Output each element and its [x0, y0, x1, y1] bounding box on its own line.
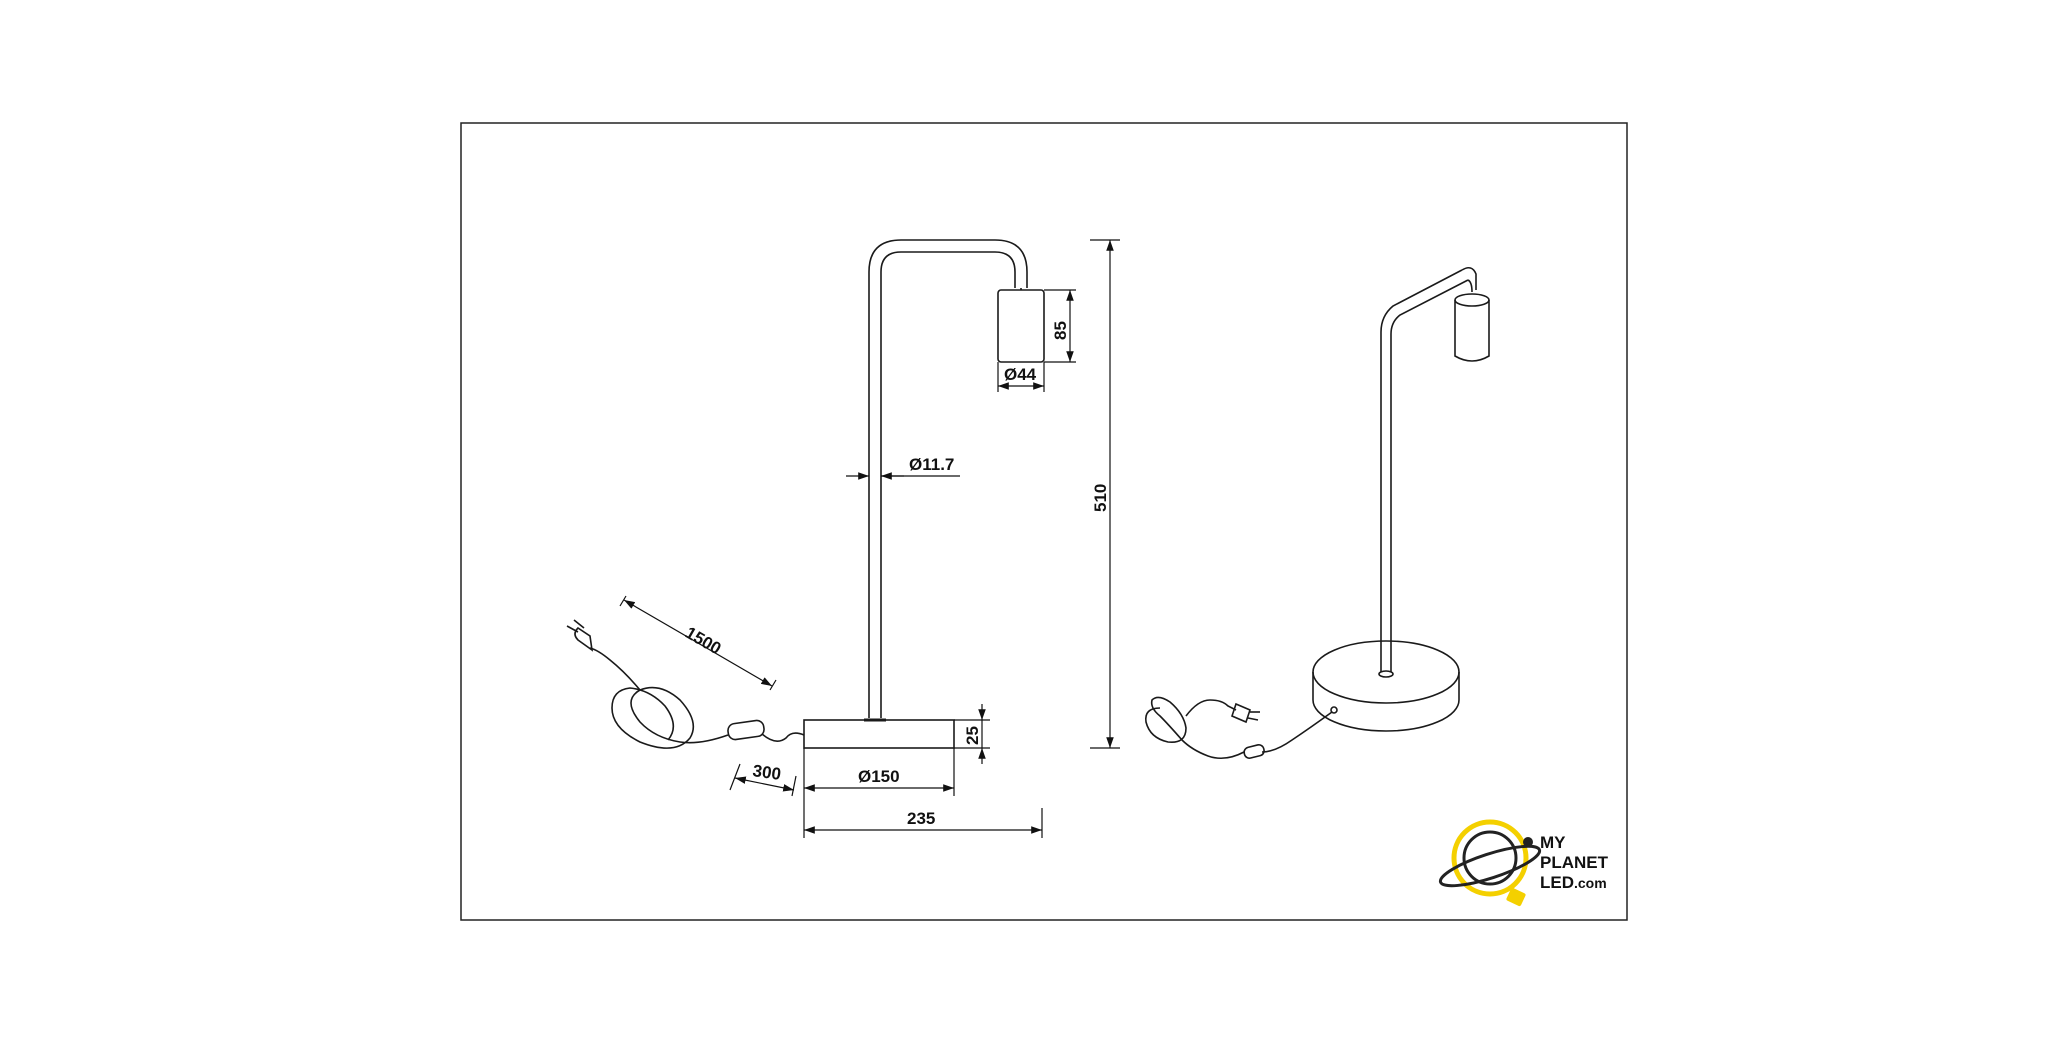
lamp-rod-outer [868, 239, 1028, 718]
perspective-rod-outer [1380, 269, 1463, 672]
perspective-coil [1144, 696, 1245, 760]
base-height-label: 25 [963, 726, 982, 745]
cable-to-switch [761, 732, 805, 742]
cable-to-plug [589, 647, 641, 691]
front-view [566, 239, 1045, 749]
total-width-label: 235 [907, 809, 935, 828]
perspective-view [1144, 266, 1490, 760]
base-diameter-label: Ø150 [858, 767, 900, 786]
perspective-cable-plug [1185, 699, 1237, 717]
dimension-labels: 85 Ø44 Ø11.7 510 1500 25 300 Ø150 235 [682, 321, 1110, 828]
logo-planet [1462, 830, 1518, 886]
logo-orbit [1438, 844, 1542, 888]
logo-bulb-base [1506, 887, 1526, 907]
plug [574, 626, 594, 652]
inline-switch [727, 719, 765, 741]
perspective-cable [1261, 711, 1333, 753]
logo-line-planet: PLANET [1540, 853, 1609, 872]
lamp-rod-inner [880, 251, 1016, 718]
logo-led-word: LED [1540, 873, 1574, 892]
coiled-cable [611, 686, 729, 749]
dimension-lines [619, 239, 1120, 838]
logo-led-suffix: .com [1574, 875, 1607, 891]
shade-diameter-label: Ø44 [1004, 365, 1037, 384]
myplanetled-logo: MY PLANET LED.com [1438, 819, 1609, 907]
drawing-frame [460, 122, 1628, 921]
logo-moon [1523, 837, 1533, 847]
logo-bulb-ring [1451, 819, 1529, 897]
perspective-rod-inner [1390, 279, 1469, 672]
rod-diameter-label: Ø11.7 [909, 455, 954, 474]
shade-height-label: 85 [1051, 321, 1070, 340]
total-height-label: 510 [1091, 484, 1110, 512]
lamp-base [803, 719, 955, 749]
switch-distance-label: 300 [751, 761, 782, 784]
lamp-shade [997, 289, 1045, 363]
logo-line-my: MY [1540, 833, 1566, 852]
perspective-switch [1243, 743, 1265, 759]
perspective-plug [1231, 702, 1251, 724]
perspective-base-top [1312, 640, 1460, 704]
perspective-base-side [1312, 672, 1460, 732]
cable-length-label: 1500 [682, 623, 724, 658]
perspective-shade [1454, 300, 1490, 362]
logo-line-led: LED.com [1540, 873, 1607, 892]
